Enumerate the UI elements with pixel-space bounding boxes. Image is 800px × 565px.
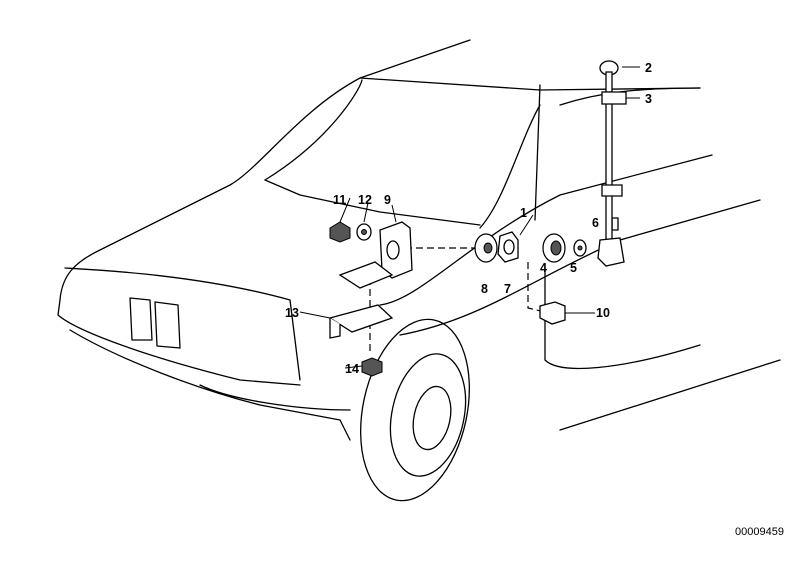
- part-6-clip: [611, 217, 619, 231]
- part-14-nut: [361, 357, 383, 377]
- label-part-11: 11: [333, 193, 346, 207]
- part-12-washer: [356, 223, 372, 241]
- label-part-14: 14: [345, 362, 359, 376]
- part-8-grommet: [474, 233, 498, 263]
- leader-lines: [299, 66, 640, 369]
- part-7-base: [497, 231, 519, 263]
- label-part-9: 9: [384, 193, 391, 207]
- label-part-4: 4: [540, 261, 547, 275]
- label-part-8: 8: [481, 282, 488, 296]
- car-outline: [57, 39, 781, 502]
- label-part-3: 3: [645, 92, 652, 106]
- part-4-seal: [542, 233, 566, 263]
- label-part-1: 1: [520, 206, 527, 220]
- part-5-washer: [573, 239, 587, 257]
- document-number: 00009459: [735, 526, 784, 538]
- label-part-12: 12: [358, 193, 372, 207]
- part-13-bracket: [328, 261, 394, 339]
- part-10-plug: [539, 301, 566, 325]
- label-part-7: 7: [504, 282, 511, 296]
- label-part-10: 10: [596, 306, 610, 320]
- part-labels: 1 2 3 4 5 6 7 8 9 10 11 12 13 14 0000945…: [285, 61, 784, 538]
- part-11-nut: [329, 221, 351, 243]
- label-part-6: 6: [592, 216, 599, 230]
- label-part-2: 2: [645, 61, 652, 75]
- label-part-5: 5: [570, 261, 577, 275]
- antenna-mast: [597, 60, 627, 267]
- label-part-13: 13: [285, 306, 299, 320]
- part-9-bracket: [379, 221, 413, 279]
